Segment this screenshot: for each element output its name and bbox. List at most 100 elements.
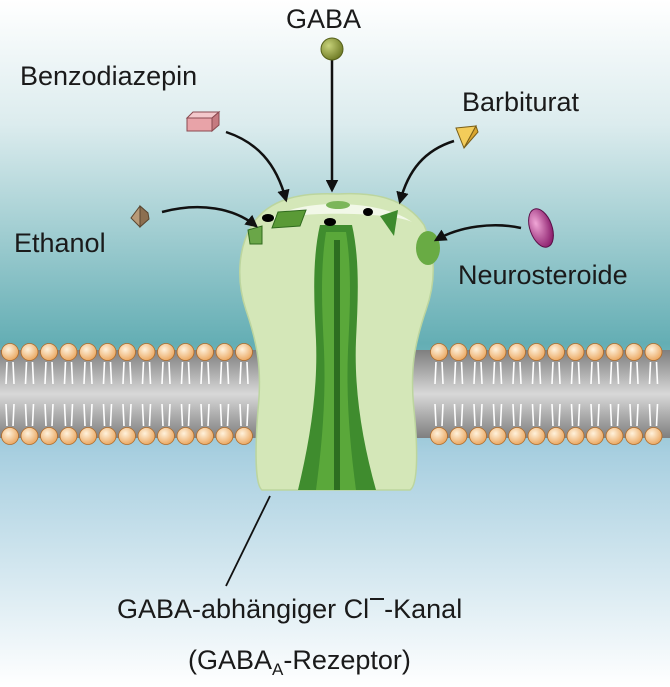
lipid-head xyxy=(644,343,663,361)
lipid-head xyxy=(196,427,214,445)
lipid-head xyxy=(59,343,78,361)
gaba-ligand xyxy=(320,37,344,193)
lipid-tail xyxy=(44,403,54,427)
barbiturat-label: Barbiturat xyxy=(462,87,580,117)
lipid-tail xyxy=(63,361,74,385)
lipid-tail xyxy=(180,361,191,385)
lipid-tail xyxy=(102,403,113,427)
lipid-head xyxy=(566,343,585,361)
lipid-head xyxy=(469,427,487,445)
lipid-head xyxy=(40,343,58,361)
lipid-head xyxy=(1,343,19,361)
lipid-tail xyxy=(219,361,230,385)
lipid-head xyxy=(449,343,468,361)
lipid-tail xyxy=(83,403,93,427)
lipid-tail xyxy=(531,361,542,385)
lipid-head xyxy=(98,427,117,445)
benzodiazepin-site xyxy=(271,209,307,229)
lipid-head xyxy=(508,427,526,445)
lipid-tail xyxy=(5,361,15,385)
lipid-head xyxy=(488,343,507,361)
lipid-tail xyxy=(102,361,113,385)
lipid-tail xyxy=(551,403,561,427)
lipid-tail xyxy=(200,403,210,427)
lipid-tail xyxy=(161,361,171,385)
lipid-tail xyxy=(531,403,542,427)
lipid-head xyxy=(79,343,97,361)
lipid-head xyxy=(79,427,97,445)
lipid-tail xyxy=(200,361,210,385)
lipid-tail xyxy=(492,403,503,427)
lipid-head xyxy=(527,343,546,361)
lipid-head xyxy=(20,427,39,445)
caption-subscript: A xyxy=(272,660,284,679)
lipid-head xyxy=(137,343,156,361)
lipid-tail xyxy=(434,361,444,385)
lipid-head xyxy=(644,427,663,445)
lipid-head xyxy=(215,427,234,445)
lipid-head xyxy=(625,427,643,445)
caption-line-2-suffix: -Rezeptor) xyxy=(283,645,411,675)
lipid-head xyxy=(488,427,507,445)
lipid-head xyxy=(20,343,39,361)
lipid-tail xyxy=(570,403,581,427)
lipid-head xyxy=(59,427,78,445)
ethanol-icon xyxy=(130,204,150,229)
lipid-tail xyxy=(473,403,483,427)
lipid-tail xyxy=(180,403,191,427)
lipid-tail xyxy=(590,361,600,385)
lipid-tail xyxy=(239,403,249,427)
benzodiazepin-icon xyxy=(185,110,221,133)
lipid-head xyxy=(605,343,624,361)
barbiturat-icon xyxy=(455,124,479,150)
lipid-tail xyxy=(122,403,132,427)
lipid-head xyxy=(449,427,468,445)
lipid-tail xyxy=(83,361,93,385)
lipid-head xyxy=(469,343,487,361)
lipid-head xyxy=(157,427,175,445)
lipid-tail xyxy=(239,361,249,385)
barbiturat-site xyxy=(380,210,398,236)
lipid-head xyxy=(98,343,117,361)
lipid-tail xyxy=(63,403,74,427)
lipid-head xyxy=(547,427,565,445)
neurosteroide-arrow xyxy=(433,224,522,242)
lipid-head xyxy=(625,343,643,361)
lipid-tail xyxy=(141,361,152,385)
caption-leader-line xyxy=(225,495,271,587)
caption-superscript: − xyxy=(370,598,385,600)
lipid-tail xyxy=(161,403,171,427)
lipid-head xyxy=(235,343,253,361)
lipid-tail xyxy=(453,361,464,385)
lipid-tail xyxy=(551,361,561,385)
lipid-head xyxy=(605,427,624,445)
lipid-tail xyxy=(492,361,503,385)
lipid-head xyxy=(430,427,448,445)
lipid-tail xyxy=(570,361,581,385)
caption-line-2: (GABAA-Rezeptor) xyxy=(188,645,411,679)
neurosteroide-label: Neurosteroide xyxy=(458,260,628,290)
lipid-tail xyxy=(609,361,620,385)
lipid-head xyxy=(137,427,156,445)
lipid-tail xyxy=(24,403,35,427)
lipid-head xyxy=(176,427,195,445)
lipid-tail xyxy=(609,403,620,427)
lipid-tail xyxy=(473,361,483,385)
lipid-tail xyxy=(648,403,659,427)
benzodiazepin-arrow xyxy=(225,130,290,203)
gaba-receptor xyxy=(239,192,440,491)
lipid-tail xyxy=(590,403,600,427)
neurosteroide-site xyxy=(416,231,440,265)
lipid-tail xyxy=(141,403,152,427)
lipid-head xyxy=(547,343,565,361)
caption-line-1-prefix: GABA-abhängiger Cl xyxy=(117,594,370,624)
lipid-head xyxy=(566,427,585,445)
lipid-head xyxy=(508,343,526,361)
ethanol-label: Ethanol xyxy=(14,228,106,258)
lipid-head xyxy=(196,343,214,361)
barbiturat-arrow xyxy=(396,139,455,205)
lipid-tail xyxy=(44,361,54,385)
neurosteroide-icon xyxy=(528,208,554,248)
